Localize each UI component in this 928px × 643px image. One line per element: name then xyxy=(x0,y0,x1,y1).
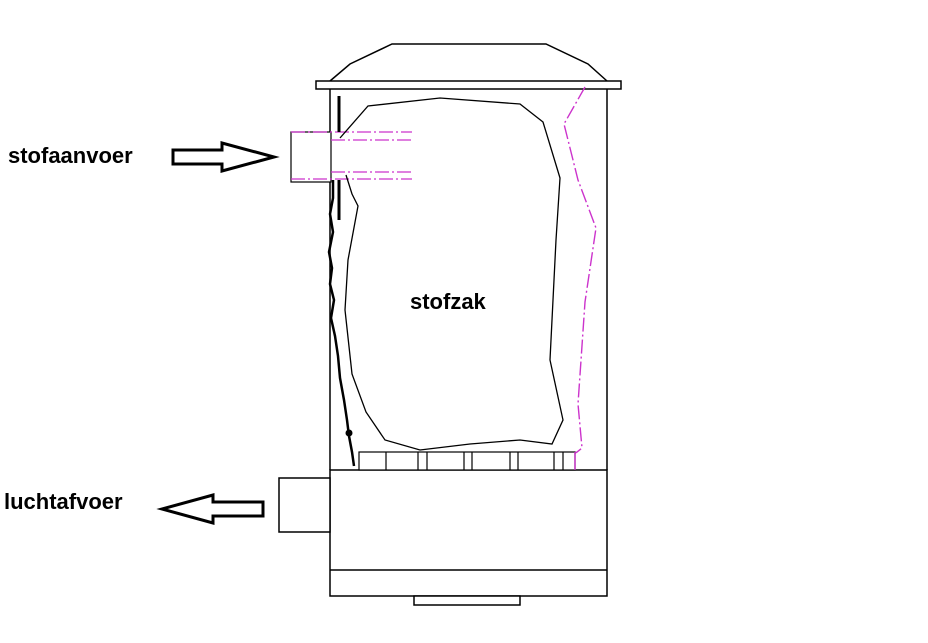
bag-label: stofzak xyxy=(410,289,486,314)
inlet-pipe-collar xyxy=(290,131,332,183)
base-foot xyxy=(413,595,521,606)
bag-strap xyxy=(327,180,356,467)
strap-knot xyxy=(345,429,353,437)
inlet-label: stofaanvoer xyxy=(8,143,133,168)
outlet-label: luchtafvoer xyxy=(4,489,123,514)
filter-outline xyxy=(544,86,597,471)
support-grid xyxy=(358,451,576,471)
outlet-port xyxy=(278,477,331,533)
inlet-arrow-icon xyxy=(171,141,280,173)
dust-bag xyxy=(339,97,564,451)
housing-base xyxy=(329,469,608,597)
lid-dome xyxy=(329,43,608,82)
outlet-arrow-icon xyxy=(156,493,265,525)
lid-rim xyxy=(315,80,622,90)
